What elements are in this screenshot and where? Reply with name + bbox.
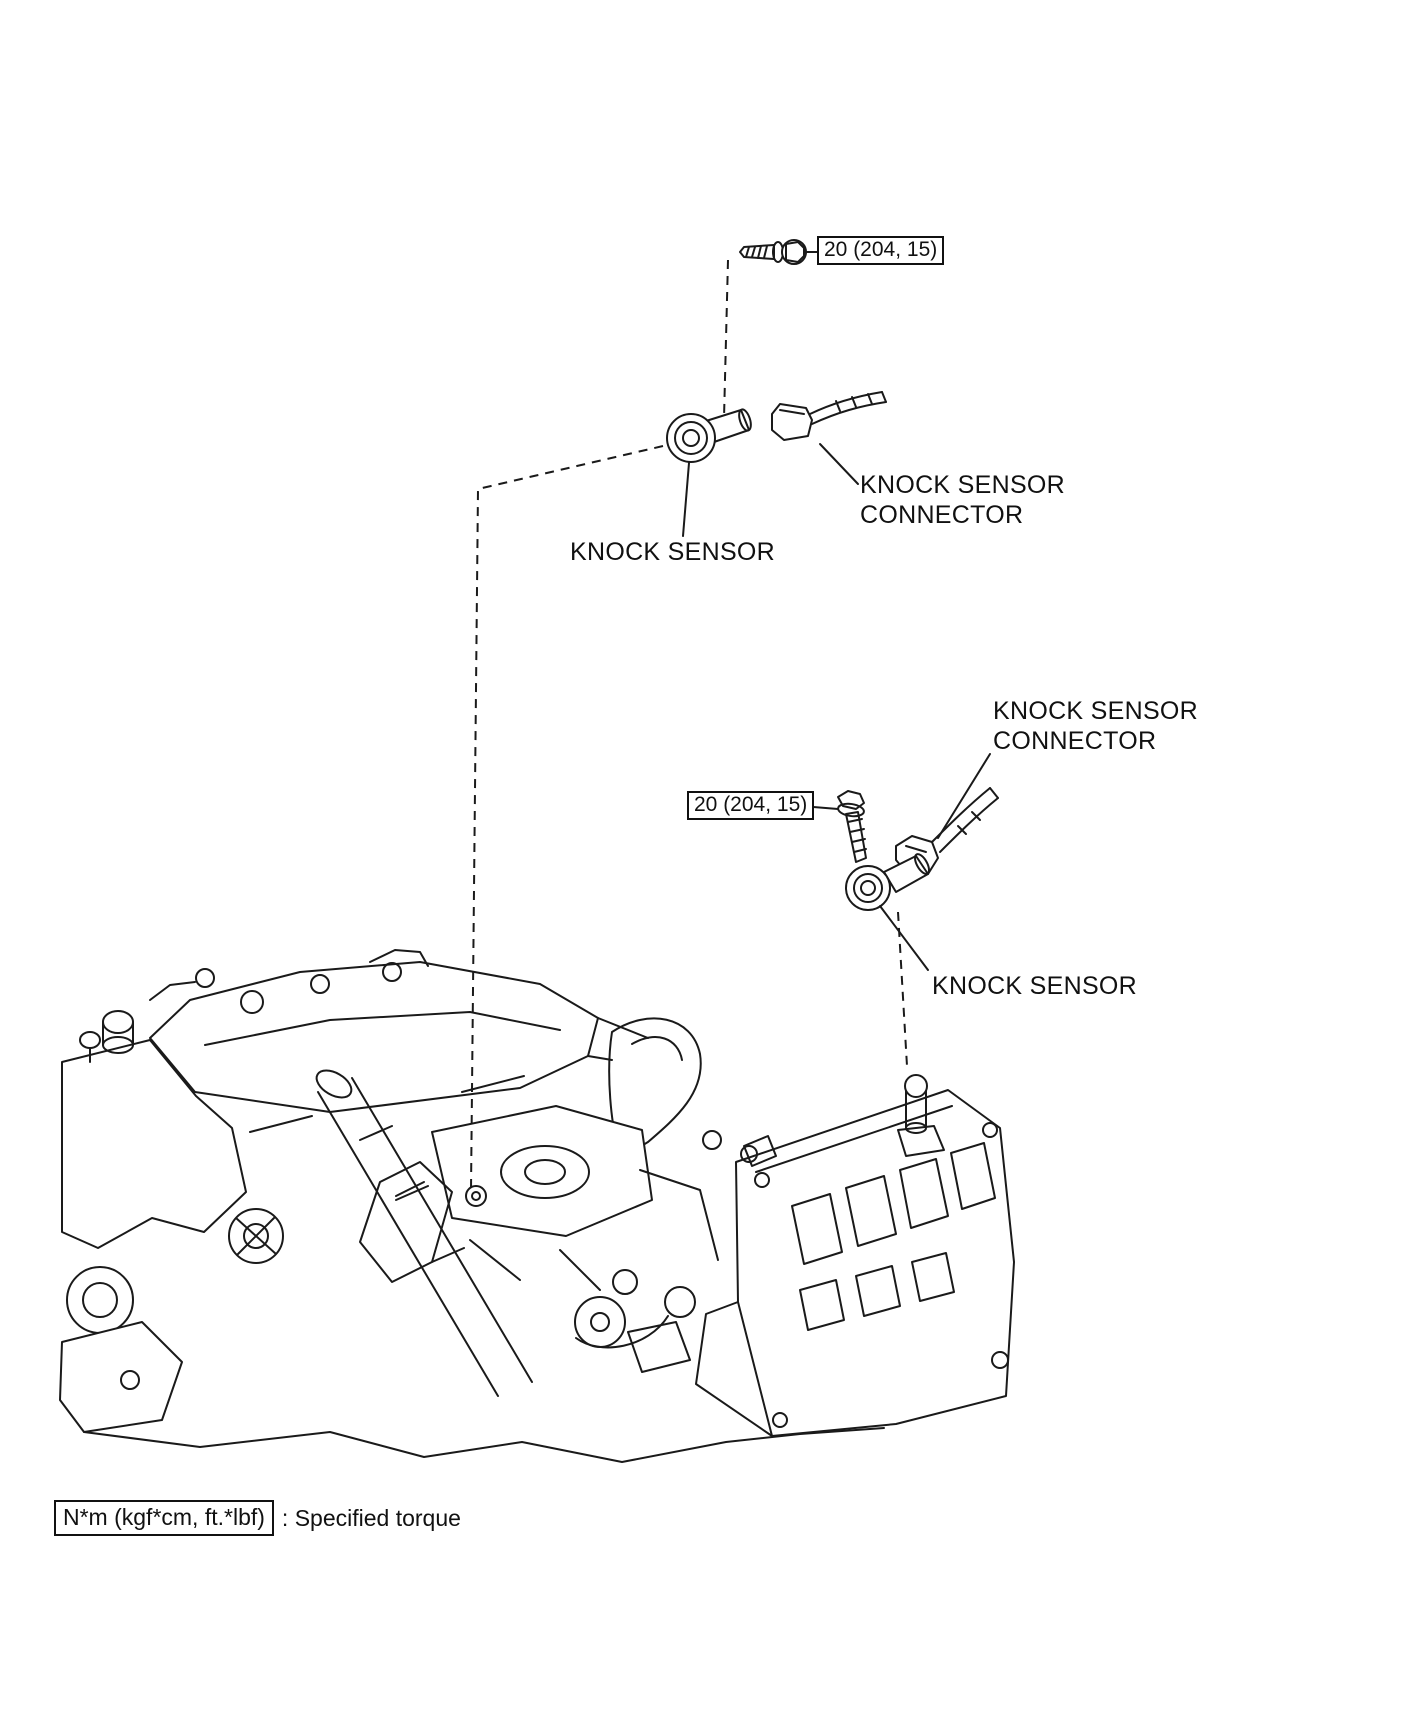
bolt-top-drawing [739,239,818,265]
intake-tube [315,1069,533,1397]
torque-legend: N*m (kgf*cm, ft.*lbf) : Specified torque [54,1500,461,1536]
engine-block-left [59,1039,247,1433]
valve-cover-rear [79,949,599,1113]
torque-units-box: N*m (kgf*cm, ft.*lbf) [54,1500,274,1536]
intake-plenum [431,1105,653,1237]
oil-filler-cap [228,1208,284,1264]
dashed-location-lines [470,259,908,1191]
knock-sensor-connector-top-drawing [771,391,887,441]
bolt-bottom-drawing [800,790,867,863]
intake-runner-horn [587,1017,702,1159]
torque-spec-top: 20 (204, 15) [817,236,945,265]
torque-legend-description: : Specified torque [281,1504,461,1531]
engine-detail-lines [83,1075,885,1463]
knock-sensor-connector-label-bottom: KNOCK SENSOR CONNECTOR [993,696,1198,756]
knock-sensor-top-drawing [666,408,752,463]
knock-sensor-connector-label-top-line2: CONNECTOR [860,501,1024,529]
knock-sensor-connector-label-top-line1: KNOCK SENSOR [860,471,1066,499]
torque-spec-bottom: 20 (204, 15) [687,791,815,820]
spark-plug-tube [897,1074,945,1157]
knock-sensor-connector-label-top: KNOCK SENSOR CONNECTOR [860,470,1065,530]
knock-sensor-connector-label-bottom-line2: CONNECTOR [993,727,1157,755]
knock-sensor-label-bottom: KNOCK SENSOR [932,972,1138,1000]
knock-sensor-bottom-drawing [845,853,930,911]
leader-lines [682,443,991,971]
knock-sensor-connector-label-bottom-line1: KNOCK SENSOR [993,697,1199,725]
knock-sensor-label-top: KNOCK SENSOR [570,538,776,566]
valve-cover-front [695,1089,1015,1437]
engine-drawing [59,949,1015,1463]
